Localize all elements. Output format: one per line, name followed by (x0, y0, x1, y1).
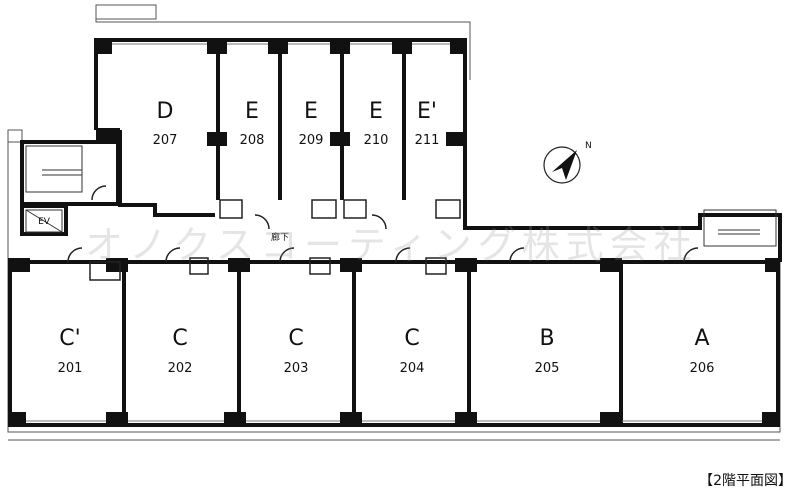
room-number: 203 (284, 361, 309, 376)
corridor-label: 廊下 (271, 231, 289, 243)
room-number: 206 (690, 361, 715, 376)
room-labels: C' 201 C 202 C 203 C 204 B 205 A 206 D 2… (58, 99, 715, 376)
stairs (25, 145, 777, 247)
room-letter: C (172, 326, 187, 351)
doors-and-wet-areas (67, 185, 699, 281)
plan-caption: 【2階平面図】 (699, 473, 792, 489)
north-arrow-icon (552, 150, 577, 180)
windows (26, 43, 762, 422)
north-label: N (585, 141, 592, 151)
room-number: 204 (400, 361, 425, 376)
room-letter: E (245, 99, 259, 124)
main-walls (8, 38, 782, 427)
room-letter: B (539, 326, 554, 351)
room-letter: D (157, 99, 174, 124)
room-letter: E (304, 99, 318, 124)
room-letter: E (369, 99, 383, 124)
room-number: 202 (168, 361, 193, 376)
room-number: 205 (535, 361, 560, 376)
room-number: 208 (240, 133, 265, 148)
elevator: EV (25, 209, 63, 233)
watermark: オノクスコーティング株式会社 (85, 223, 698, 267)
compass-circle-icon (543, 146, 581, 184)
columns (8, 40, 780, 426)
room-number: 207 (153, 133, 178, 148)
north-arrow: N (543, 141, 592, 184)
room-number: 209 (299, 133, 324, 148)
room-letter: A (694, 326, 709, 351)
room-number: 211 (415, 133, 440, 148)
room-letter: C (288, 326, 303, 351)
elevator-label: EV (38, 217, 51, 227)
room-letter: E' (417, 99, 437, 124)
room-number: 210 (364, 133, 389, 148)
room-letter: C' (59, 326, 80, 351)
room-letter: C (404, 326, 419, 351)
room-number: 201 (58, 361, 83, 376)
